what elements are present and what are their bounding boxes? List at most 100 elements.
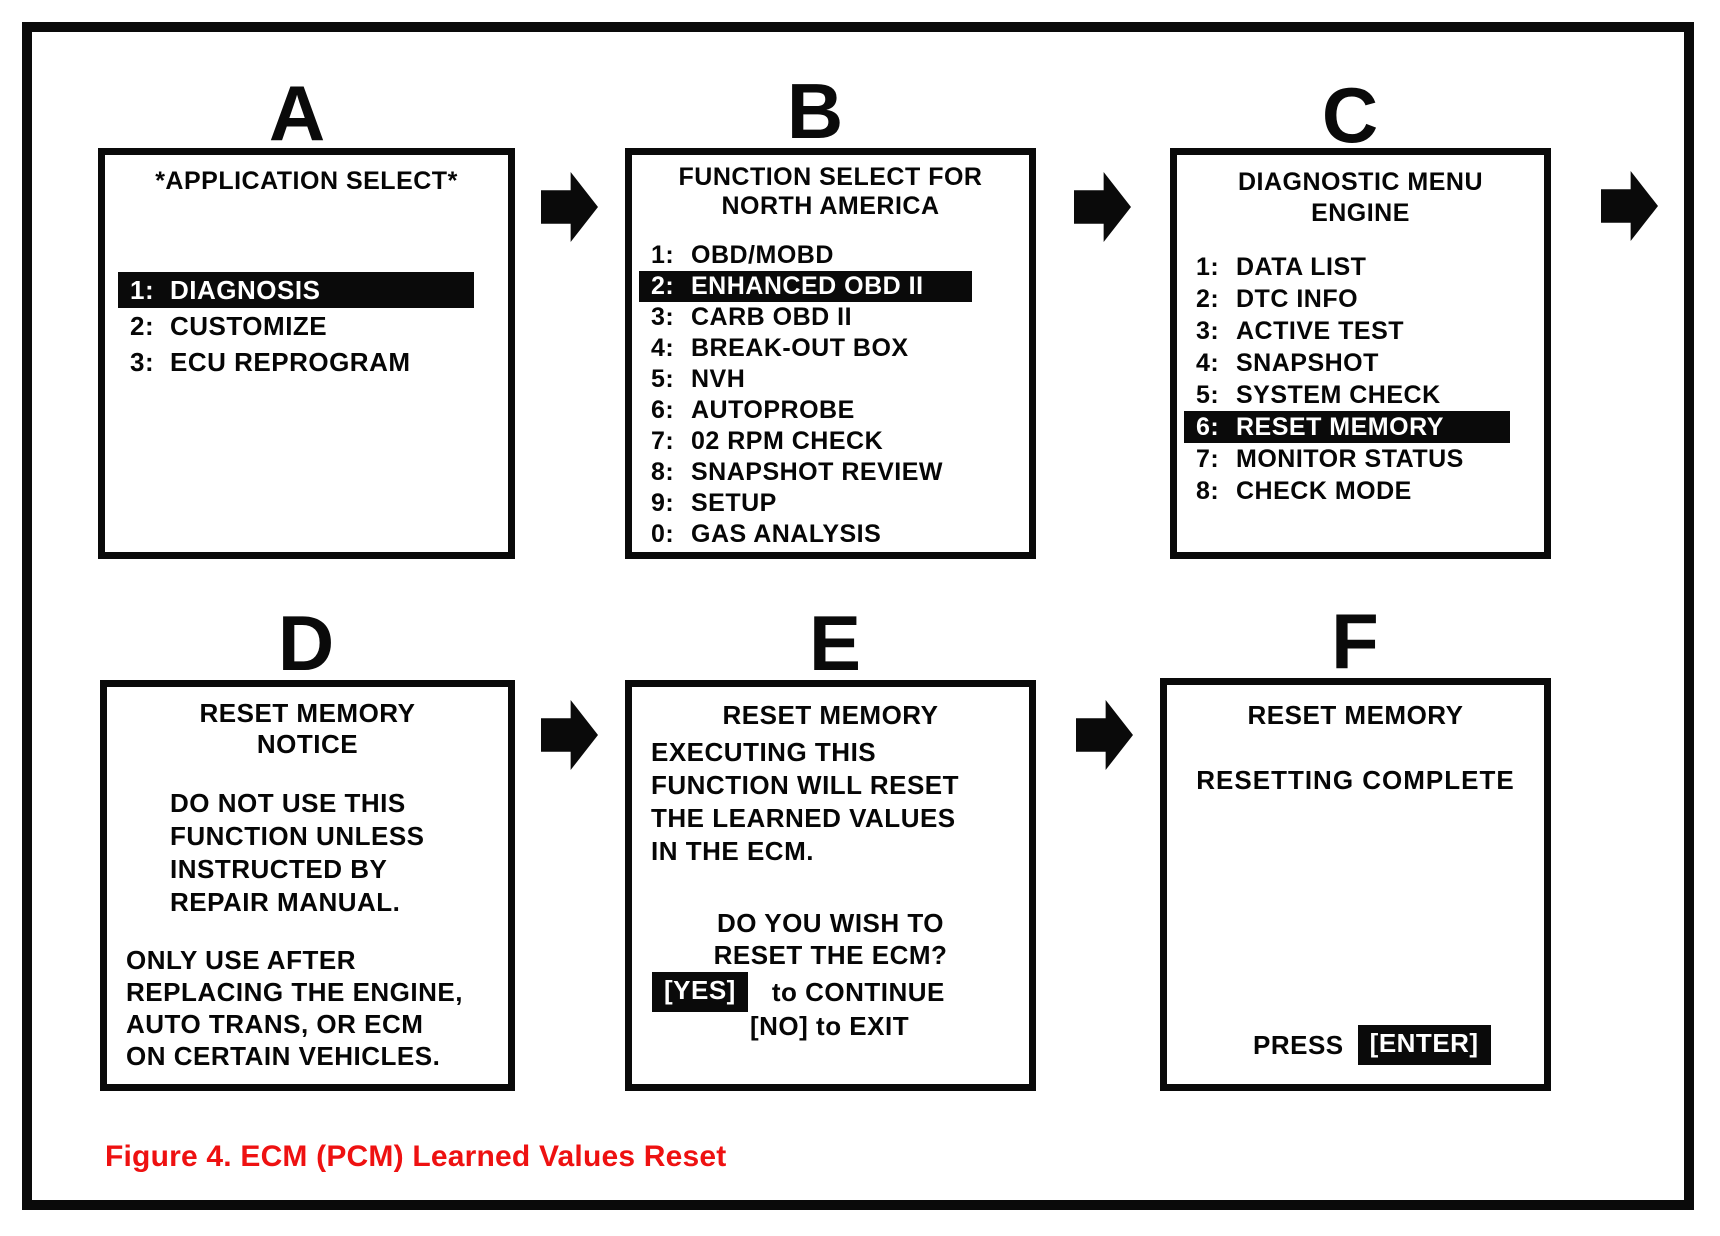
notice-line: ONLY USE AFTER — [126, 945, 356, 975]
screen-title-line2: NOTICE — [256, 729, 359, 759]
menu-item-number: 7: — [1196, 444, 1220, 473]
menu-item-number: 3: — [651, 303, 675, 331]
menu-item-label: CHECK MODE — [1236, 476, 1412, 505]
question-line1: DO YOU WISH TO — [716, 908, 945, 938]
yes-action-text: to CONTINUE — [771, 976, 945, 1007]
menu-item-label: ACTIVE TEST — [1236, 316, 1405, 345]
menu-item-label: CARB OBD II — [691, 303, 853, 331]
function-menu: 1: OBD/MOBD 2: ENHANCED OBD II 3: CARB O… — [639, 240, 972, 550]
screen-title-line2: ENGINE — [1311, 199, 1410, 227]
menu-item-number: 2: — [1196, 284, 1220, 313]
menu-item-label: MONITOR STATUS — [1236, 444, 1464, 473]
step-label-c: C — [1321, 71, 1379, 159]
menu-item-number: 5: — [651, 365, 675, 393]
menu-item-obd-mobd: 1: OBD/MOBD — [639, 240, 972, 271]
menu-item-number: 3: — [1196, 316, 1220, 345]
notice-paragraph-1: DO NOT USE THIS FUNCTION UNLESS INSTRUCT… — [170, 787, 425, 919]
body-line: EXECUTING THIS — [651, 737, 877, 767]
menu-item-break-out-box: 4: BREAK-OUT BOX — [639, 333, 972, 364]
notice-line: INSTRUCTED BY — [170, 854, 388, 884]
menu-item-label: SNAPSHOT — [1236, 348, 1379, 377]
screen-title-line1: RESET MEMORY — [199, 698, 416, 728]
menu-item-label: CUSTOMIZE — [170, 310, 328, 341]
menu-item-customize: 2: CUSTOMIZE — [118, 308, 474, 344]
menu-item-number: 4: — [1196, 348, 1220, 377]
menu-item-active-test: 3: ACTIVE TEST — [1184, 315, 1510, 347]
menu-item-data-list: 1: DATA LIST — [1184, 251, 1510, 283]
menu-item-number: 2: — [651, 272, 675, 300]
screen-application-select: *APPLICATION SELECT* 1: DIAGNOSIS 2: CUS… — [98, 148, 515, 559]
figure-border — [22, 22, 1694, 1210]
menu-item-autoprobe: 6: AUTOPROBE — [639, 395, 972, 426]
menu-item-nvh: 5: NVH — [639, 364, 972, 395]
menu-item-label: ECU REPROGRAM — [170, 346, 411, 377]
menu-item-check-mode: 8: CHECK MODE — [1184, 475, 1510, 507]
menu-item-label: AUTOPROBE — [691, 396, 855, 424]
step-label-a: A — [268, 69, 326, 157]
menu-item-label: DATA LIST — [1236, 252, 1367, 281]
menu-item-snapshot: 4: SNAPSHOT — [1184, 347, 1510, 379]
menu-item-number: 9: — [651, 489, 675, 517]
step-label-e: E — [808, 599, 862, 687]
menu-item-system-check: 5: SYSTEM CHECK — [1184, 379, 1510, 411]
screen-title: *APPLICATION SELECT* — [155, 167, 458, 195]
menu-item-label: SYSTEM CHECK — [1236, 380, 1441, 409]
menu-item-dtc-info: 2: DTC INFO — [1184, 283, 1510, 315]
menu-item-number: 7: — [651, 427, 675, 455]
menu-item-gas-analysis: 0: GAS ANALYSIS — [639, 519, 972, 550]
menu-item-enhanced-obd2-selected: 2: ENHANCED OBD II — [639, 271, 972, 302]
menu-item-label: SNAPSHOT REVIEW — [691, 458, 943, 486]
menu-item-label: NVH — [691, 365, 746, 393]
menu-item-label: OBD/MOBD — [691, 241, 834, 269]
body-line: IN THE ECM. — [651, 836, 814, 866]
menu-item-label: DIAGNOSIS — [170, 274, 321, 305]
status-text: RESETTING COMPLETE — [1196, 765, 1515, 795]
screen-title-line1: FUNCTION SELECT FOR — [678, 163, 983, 191]
no-exit-line: [NO] to EXIT — [750, 1011, 910, 1041]
menu-item-number: 6: — [651, 396, 675, 424]
menu-item-number: 8: — [1196, 476, 1220, 505]
step-label-d: D — [277, 599, 335, 687]
body-line: FUNCTION WILL RESET — [651, 770, 960, 800]
notice-paragraph-2: ONLY USE AFTER REPLACING THE ENGINE, AUT… — [126, 944, 463, 1072]
menu-item-number: 3: — [130, 346, 155, 377]
yes-continue-line: [YES] to CONTINUE — [652, 972, 945, 1012]
menu-item-number: 2: — [130, 310, 155, 341]
menu-item-label: ENHANCED OBD II — [691, 272, 924, 300]
screen-resetting-complete: RESET MEMORY RESETTING COMPLETE PRESS [E… — [1160, 678, 1551, 1091]
confirm-body-text: EXECUTING THIS FUNCTION WILL RESET THE L… — [651, 736, 959, 868]
enter-key-highlight: [ENTER] — [1357, 1025, 1491, 1065]
menu-item-number: 0: — [651, 520, 675, 548]
screen-title-line1: DIAGNOSTIC MENU — [1238, 168, 1483, 196]
screen-title: RESET MEMORY — [1247, 700, 1464, 730]
menu-item-number: 1: — [1196, 252, 1220, 281]
menu-item-number: 5: — [1196, 380, 1220, 409]
application-menu: 1: DIAGNOSIS 2: CUSTOMIZE 3: ECU REPROGR… — [118, 272, 474, 380]
notice-line: DO NOT USE THIS — [170, 788, 406, 818]
menu-item-carb-obd2: 3: CARB OBD II — [639, 302, 972, 333]
menu-item-ecu-reprogram: 3: ECU REPROGRAM — [118, 344, 474, 380]
notice-line: REPLACING THE ENGINE, — [126, 977, 463, 1007]
menu-item-label: 02 RPM CHECK — [691, 427, 884, 455]
menu-item-reset-memory-selected: 6: RESET MEMORY — [1184, 411, 1510, 443]
menu-item-number: 1: — [130, 274, 155, 305]
menu-item-label: BREAK-OUT BOX — [691, 334, 909, 362]
menu-item-snapshot-review: 8: SNAPSHOT REVIEW — [639, 457, 972, 488]
screen-title-line2: NORTH AMERICA — [721, 192, 940, 220]
diagnostic-menu: 1: DATA LIST 2: DTC INFO 3: ACTIVE TEST … — [1184, 251, 1510, 507]
menu-item-label: SETUP — [691, 489, 777, 517]
step-label-b: B — [786, 67, 844, 155]
menu-item-setup: 9: SETUP — [639, 488, 972, 519]
menu-item-label: DTC INFO — [1236, 284, 1359, 313]
menu-item-label: GAS ANALYSIS — [691, 520, 882, 548]
notice-line: FUNCTION UNLESS — [170, 821, 425, 851]
screen-reset-memory-notice: RESET MEMORY NOTICE DO NOT USE THIS FUNC… — [100, 680, 515, 1091]
menu-item-label: RESET MEMORY — [1236, 412, 1444, 441]
menu-item-monitor-status: 7: MONITOR STATUS — [1184, 443, 1510, 475]
screen-function-select: FUNCTION SELECT FOR NORTH AMERICA 1: OBD… — [625, 148, 1036, 559]
menu-item-number: 1: — [651, 241, 675, 269]
menu-item-diagnosis-selected: 1: DIAGNOSIS — [118, 272, 474, 308]
screen-diagnostic-menu: DIAGNOSTIC MENU ENGINE 1: DATA LIST 2: D… — [1170, 148, 1551, 559]
menu-item-number: 6: — [1196, 412, 1220, 441]
